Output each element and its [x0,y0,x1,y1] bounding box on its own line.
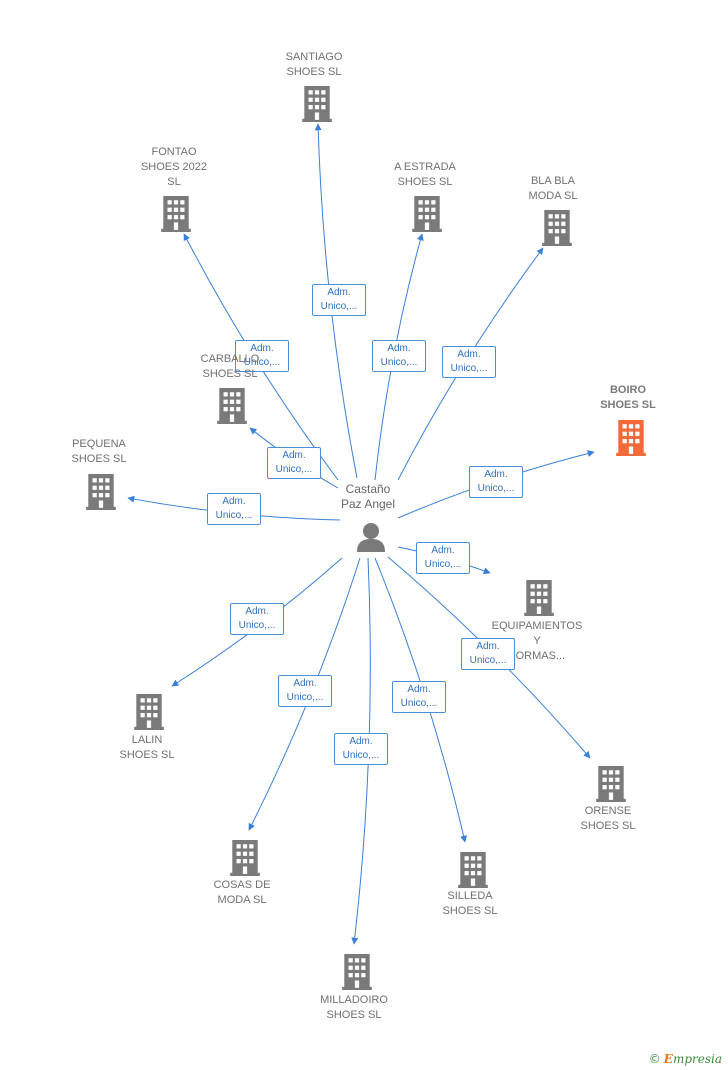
company-label-silleda[interactable]: SILLEDA SHOES SL [442,890,498,917]
role-label-boiro[interactable]: Adm. Unico,... [469,466,523,498]
copyright-icon: © [648,1052,661,1066]
company-label-santiago[interactable]: SANTIAGO SHOES SL [285,51,343,78]
building-icon[interactable] [302,86,332,122]
building-icon[interactable] [134,694,164,730]
role-label-silleda[interactable]: Adm. Unico,... [392,681,446,713]
node-icons [86,86,646,990]
role-label-equipamientos[interactable]: Adm. Unico,... [416,542,470,574]
role-label-cosas[interactable]: Adm. Unico,... [278,675,332,707]
role-label-lalin[interactable]: Adm. Unico,... [230,603,284,635]
building-icon[interactable] [230,840,260,876]
role-label-milladoiro[interactable]: Adm. Unico,... [334,733,388,765]
role-label-orense[interactable]: Adm. Unico,... [461,638,515,670]
building-icon[interactable] [342,954,372,990]
person-icon[interactable] [357,523,385,552]
building-icon[interactable] [161,196,191,232]
building-icon[interactable] [458,852,488,888]
building-icon[interactable] [524,580,554,616]
building-icon[interactable] [217,388,247,424]
empresia-logo: ©Empresia [648,1052,722,1066]
role-label-bla-bla[interactable]: Adm. Unico,... [442,346,496,378]
role-label-fontao[interactable]: Adm. Unico,... [235,340,289,372]
company-label-pequena[interactable]: PEQUENA SHOES SL [71,438,127,465]
company-label-boiro[interactable]: BOIRO SHOES SL [600,384,656,411]
company-label-bla-bla[interactable]: BLA BLA MODA SL [528,175,578,202]
edges [127,123,595,945]
building-icon[interactable] [86,474,116,510]
building-icon[interactable] [542,210,572,246]
building-icon[interactable] [596,766,626,802]
role-label-pequena[interactable]: Adm. Unico,... [207,493,261,525]
role-label-a-estrada[interactable]: Adm. Unico,... [372,340,426,372]
company-label-carballo[interactable]: CARBALLO SHOES SL [200,353,260,380]
role-label-santiago[interactable]: Adm. Unico,... [312,284,366,316]
company-label-orense[interactable]: ORENSE SHOES SL [580,805,636,832]
building-icon[interactable] [412,196,442,232]
company-label-equipamientos[interactable]: EQUIPAMIENTOS Y FORMAS... [491,620,583,662]
company-label-milladoiro[interactable]: MILLADOIRO SHOES SL [320,994,388,1021]
role-label-carballo[interactable]: Adm. Unico,... [267,447,321,479]
building-icon[interactable] [616,420,646,456]
company-label-lalin[interactable]: LALIN SHOES SL [119,734,175,761]
center-person-name[interactable]: Castaño Paz Angel [340,482,396,511]
company-label-fontao[interactable]: FONTAO SHOES 2022 SL [140,146,208,188]
company-label-cosas[interactable]: COSAS DE MODA SL [213,879,271,906]
company-label-a-estrada[interactable]: A ESTRADA SHOES SL [394,161,456,188]
